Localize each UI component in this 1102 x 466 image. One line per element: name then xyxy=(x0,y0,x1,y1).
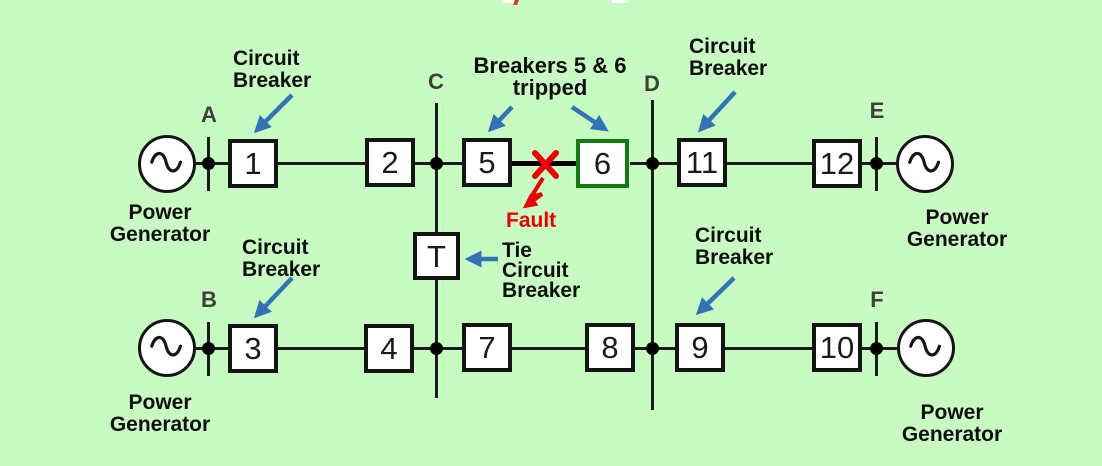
junction-dot xyxy=(202,157,215,170)
breaker-11: 11 xyxy=(677,138,727,187)
junction-dot xyxy=(646,157,659,170)
breaker-3: 3 xyxy=(228,324,278,373)
junction-dot xyxy=(870,342,883,355)
crop-artifact xyxy=(612,0,628,3)
breaker-1: 1 xyxy=(228,139,278,188)
breaker-4: 4 xyxy=(364,324,414,373)
breaker-12: 12 xyxy=(812,139,862,188)
generator-label: Power Generator xyxy=(109,201,211,246)
arrow-to-breaker-9 xyxy=(695,276,736,316)
annotation-breakers-tripped: Breakers 5 & 6 tripped xyxy=(473,53,627,100)
bus-segment xyxy=(278,162,365,165)
bus-segment xyxy=(725,162,812,165)
fault-lightning-icon xyxy=(522,176,545,209)
junction-dot xyxy=(430,157,443,170)
breaker-8: 8 xyxy=(585,323,635,372)
feeder-line-d xyxy=(651,100,654,410)
node-label-f: F xyxy=(870,287,884,312)
junction-dot xyxy=(202,342,215,355)
generator-label: Power Generator xyxy=(109,391,211,436)
breaker-7: 7 xyxy=(462,323,512,372)
annotation-fault: Fault xyxy=(506,209,557,232)
annotation-circuit-breaker-11: Circuit Breaker xyxy=(689,35,768,80)
generator-label: Power Generator xyxy=(901,401,1003,446)
node-label-a: A xyxy=(201,102,217,127)
sine-wave-icon xyxy=(909,335,942,357)
generator-symbol xyxy=(896,135,954,193)
arrow-to-breaker-1 xyxy=(253,93,294,134)
arrow-to-breaker-11 xyxy=(697,90,737,133)
breaker-2: 2 xyxy=(365,138,415,187)
node-label-d: D xyxy=(644,71,660,96)
junction-dot xyxy=(646,342,659,355)
annotation-circuit-breaker-3: Circuit Breaker xyxy=(242,236,321,281)
breaker-10: 10 xyxy=(812,323,862,372)
bus-segment xyxy=(276,347,364,350)
sine-wave-icon xyxy=(150,335,183,357)
tie-breaker: T xyxy=(413,232,460,280)
generator-symbol xyxy=(138,319,196,377)
faulted-bus-segment xyxy=(510,161,577,166)
generator-label: Power Generator xyxy=(906,206,1008,251)
sine-wave-icon xyxy=(908,151,941,173)
crop-artifact xyxy=(502,0,516,3)
arrow-to-breaker-6 xyxy=(570,105,609,132)
bus-segment xyxy=(723,347,813,350)
annotation-circuit-breaker-1: Circuit Breaker xyxy=(233,47,312,92)
annotation-circuit-breaker-9: Circuit Breaker xyxy=(695,224,774,269)
breaker-5: 5 xyxy=(462,138,512,187)
junction-dot xyxy=(870,157,883,170)
sine-wave-icon xyxy=(150,151,183,173)
node-label-c: C xyxy=(428,69,444,94)
pointer-arrows xyxy=(253,90,737,319)
node-label-b: B xyxy=(201,287,217,312)
node-label-e: E xyxy=(869,98,885,123)
bus-segment xyxy=(510,347,585,350)
annotation-tie-circuit-breaker: Tie Circuit Breaker xyxy=(502,239,581,302)
breaker-9: 9 xyxy=(675,323,725,372)
generator-symbol xyxy=(897,319,955,377)
generator-symbol xyxy=(138,135,196,193)
arrow-to-breaker-3 xyxy=(253,276,294,319)
crop-artifact xyxy=(513,0,519,5)
junction-dot xyxy=(430,342,443,355)
arrow-to-breaker-5 xyxy=(487,105,514,133)
breaker-6-tripped: 6 xyxy=(576,139,629,188)
